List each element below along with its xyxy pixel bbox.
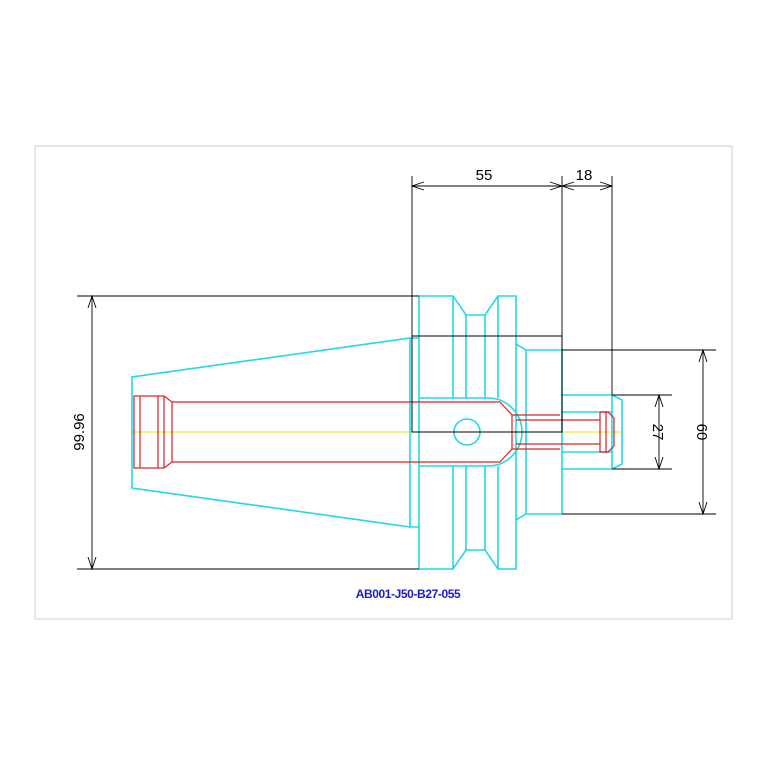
dim-text-55: 55	[476, 167, 493, 184]
bore	[133, 395, 615, 469]
dim-text-18: 18	[576, 167, 593, 184]
dim-text-27: 27	[649, 424, 666, 441]
dimensions	[77, 176, 716, 571]
sheet-frame	[34, 145, 733, 620]
part-code-label: AB001-J50-B27-055	[356, 587, 461, 601]
dim-text-60: 60	[693, 424, 710, 441]
reference-box	[411, 335, 563, 433]
bore-end	[133, 395, 165, 469]
taper-shank	[131, 337, 411, 528]
dim-text-99-96: 99.96	[71, 413, 88, 451]
nose-outline	[562, 394, 623, 470]
